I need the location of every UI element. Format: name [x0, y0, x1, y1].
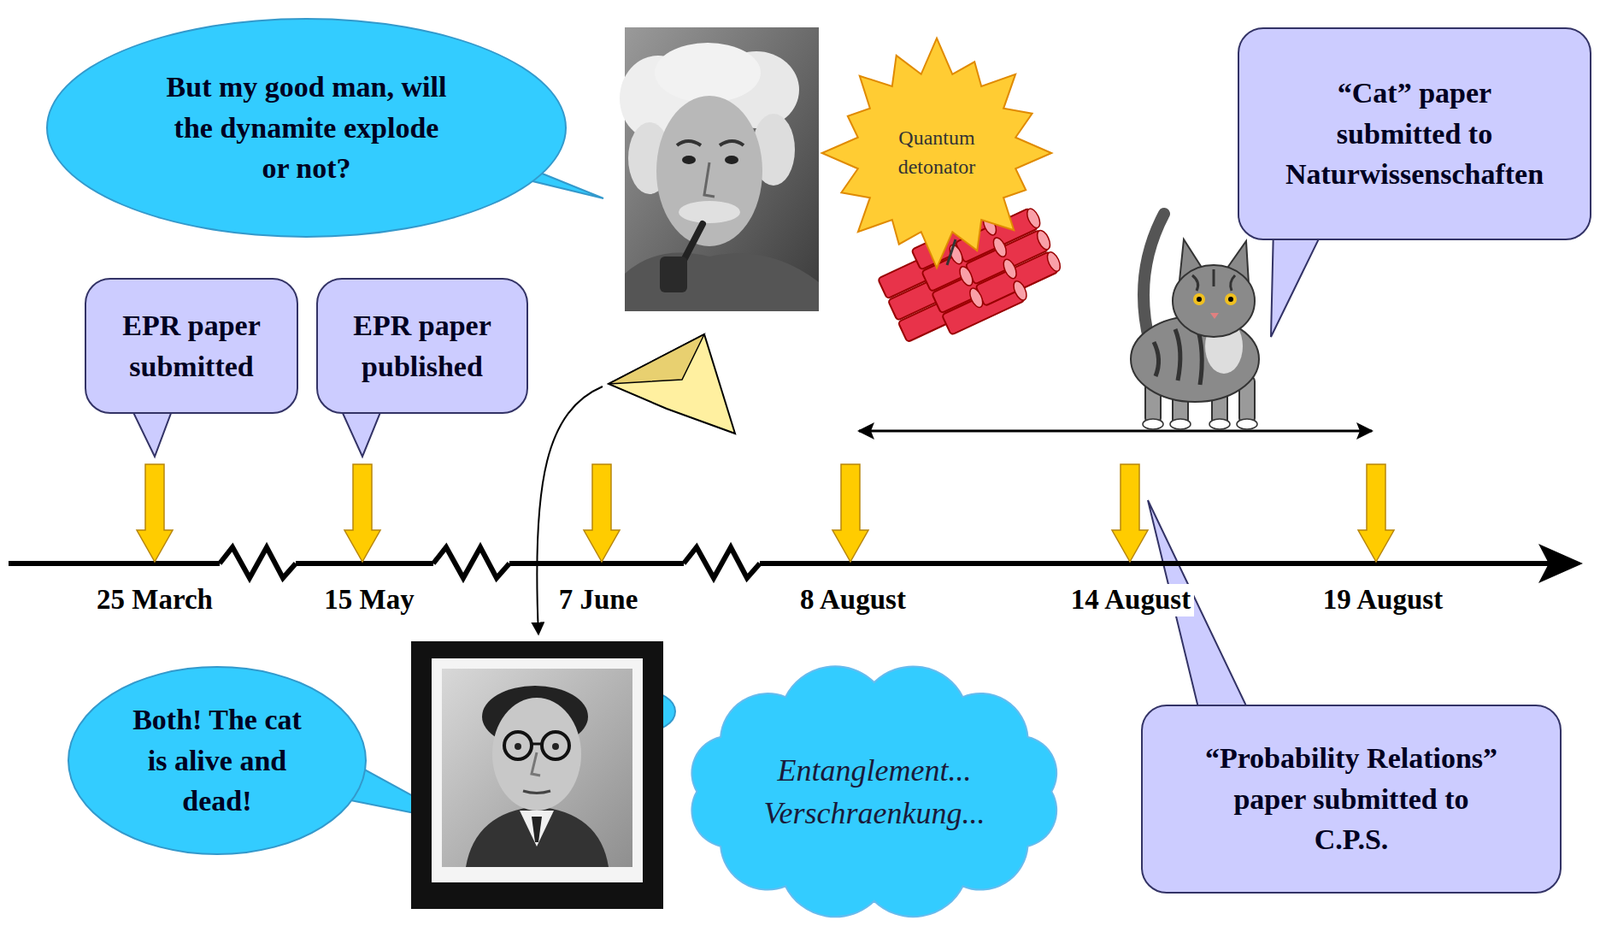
starburst-outline [819, 35, 1054, 271]
cat [1153, 324, 1202, 385]
date-label: 7 June [555, 583, 642, 617]
einstein-photo [678, 200, 741, 224]
dynamite [990, 235, 1009, 259]
letter-icon [608, 334, 736, 434]
callout-tail [1270, 226, 1325, 337]
letter-icon [608, 334, 705, 384]
cat [1196, 296, 1202, 302]
schroedinger-photo [411, 641, 664, 909]
starburst-outline [822, 38, 1053, 269]
schroedinger-photo [514, 742, 522, 750]
dynamite [1044, 250, 1063, 274]
cat [1236, 418, 1258, 430]
date-label: 25 March [93, 583, 217, 617]
cat [1193, 293, 1206, 306]
timeline-axis [509, 560, 684, 566]
schroedinger-photo [431, 658, 643, 883]
cat [1142, 418, 1258, 430]
node-text: Entanglement... Verschraenkung... [729, 748, 1020, 836]
thought-cloud: Entanglement... Verschraenkung... [672, 654, 1077, 929]
dynamite [1035, 228, 1053, 252]
einstein-photo [654, 42, 761, 103]
node-text: “Cat” paper submitted to Naturwissenscha… [1273, 72, 1556, 195]
schroedinger-photo [531, 816, 542, 842]
date-marker [1358, 464, 1395, 562]
speech-bubble: Both! The cat is alive and dead! [67, 665, 367, 855]
schroedinger-photo [523, 790, 551, 794]
einstein-photo [656, 95, 763, 247]
schroedinger-photo [441, 668, 633, 867]
timeline-axis [8, 560, 220, 566]
callout-box: EPR paper submitted [84, 277, 299, 414]
node-text: “Probability Relations” paper submitted … [1198, 737, 1505, 860]
schroedinger-photo [492, 697, 582, 811]
date-marker [583, 464, 620, 562]
date-marker [136, 464, 173, 562]
schroedinger-photo [541, 731, 570, 759]
timeline-axis [759, 560, 1552, 566]
dynamite [1000, 257, 1019, 281]
dynamite [967, 286, 986, 310]
timeline-axis [8, 547, 1552, 578]
einstein-photo [682, 155, 696, 165]
span-arrow [858, 429, 1372, 433]
callout-box: “Cat” paper submitted to Naturwissenscha… [1237, 27, 1592, 241]
speech-bubble: But my good man, will the dynamite explo… [46, 17, 567, 238]
dynamite [1011, 278, 1030, 302]
date-label: 8 August [796, 583, 910, 617]
date-marker [1111, 464, 1148, 562]
date-marker [344, 464, 381, 562]
timeline-axis [433, 547, 510, 578]
cat [1224, 293, 1237, 306]
cloud-outline [692, 666, 1058, 918]
node-text: EPR paper published [336, 305, 508, 387]
schroedinger-photo [519, 810, 554, 847]
schroedinger-photo [411, 641, 664, 909]
dynamite [1024, 206, 1043, 230]
callout-box: EPR paper published [316, 277, 529, 414]
timeline-axis [683, 547, 760, 578]
schroedinger-photo [552, 742, 559, 750]
einstein-photo [676, 141, 744, 146]
schroedinger-photo [504, 731, 532, 759]
cat [1172, 264, 1255, 337]
callout-box: “Probability Relations” paper submitted … [1141, 704, 1562, 894]
letter-icon [608, 334, 736, 434]
date-label: 19 August [1319, 583, 1447, 617]
cloud-outline [672, 654, 1077, 929]
dynamite [975, 251, 1059, 306]
einstein-photo [704, 162, 715, 197]
timeline-axis [295, 560, 434, 566]
cat [1130, 213, 1259, 430]
date-marker [832, 464, 869, 562]
cat [1142, 418, 1164, 430]
date-label: 15 May [320, 583, 418, 617]
cat [1209, 418, 1230, 430]
date-marker [136, 464, 1395, 562]
date-label: 14 August [1067, 583, 1195, 617]
cat [1210, 312, 1219, 319]
cat [1228, 296, 1234, 302]
timeline-arrowhead [1538, 543, 1583, 583]
schroedinger-photo [531, 752, 541, 776]
schroedinger-photo [531, 742, 542, 746]
node-text: Both! The cat is alive and dead! [123, 699, 312, 822]
starburst: Quantum detonator [819, 35, 1054, 271]
node-text: But my good man, will the dynamite explo… [161, 66, 453, 189]
node-text: Quantum detonator [881, 123, 993, 182]
cat [1192, 269, 1236, 291]
einstein-photo [659, 256, 688, 293]
node-text: EPR paper submitted [105, 305, 277, 387]
einstein-photo [624, 252, 819, 312]
cat [1170, 418, 1191, 430]
schroedinger-photo [465, 805, 609, 867]
timeline-axis [219, 547, 296, 578]
dynamite [957, 264, 976, 288]
einstein-photo [619, 27, 819, 312]
einstein-photo [724, 155, 739, 165]
